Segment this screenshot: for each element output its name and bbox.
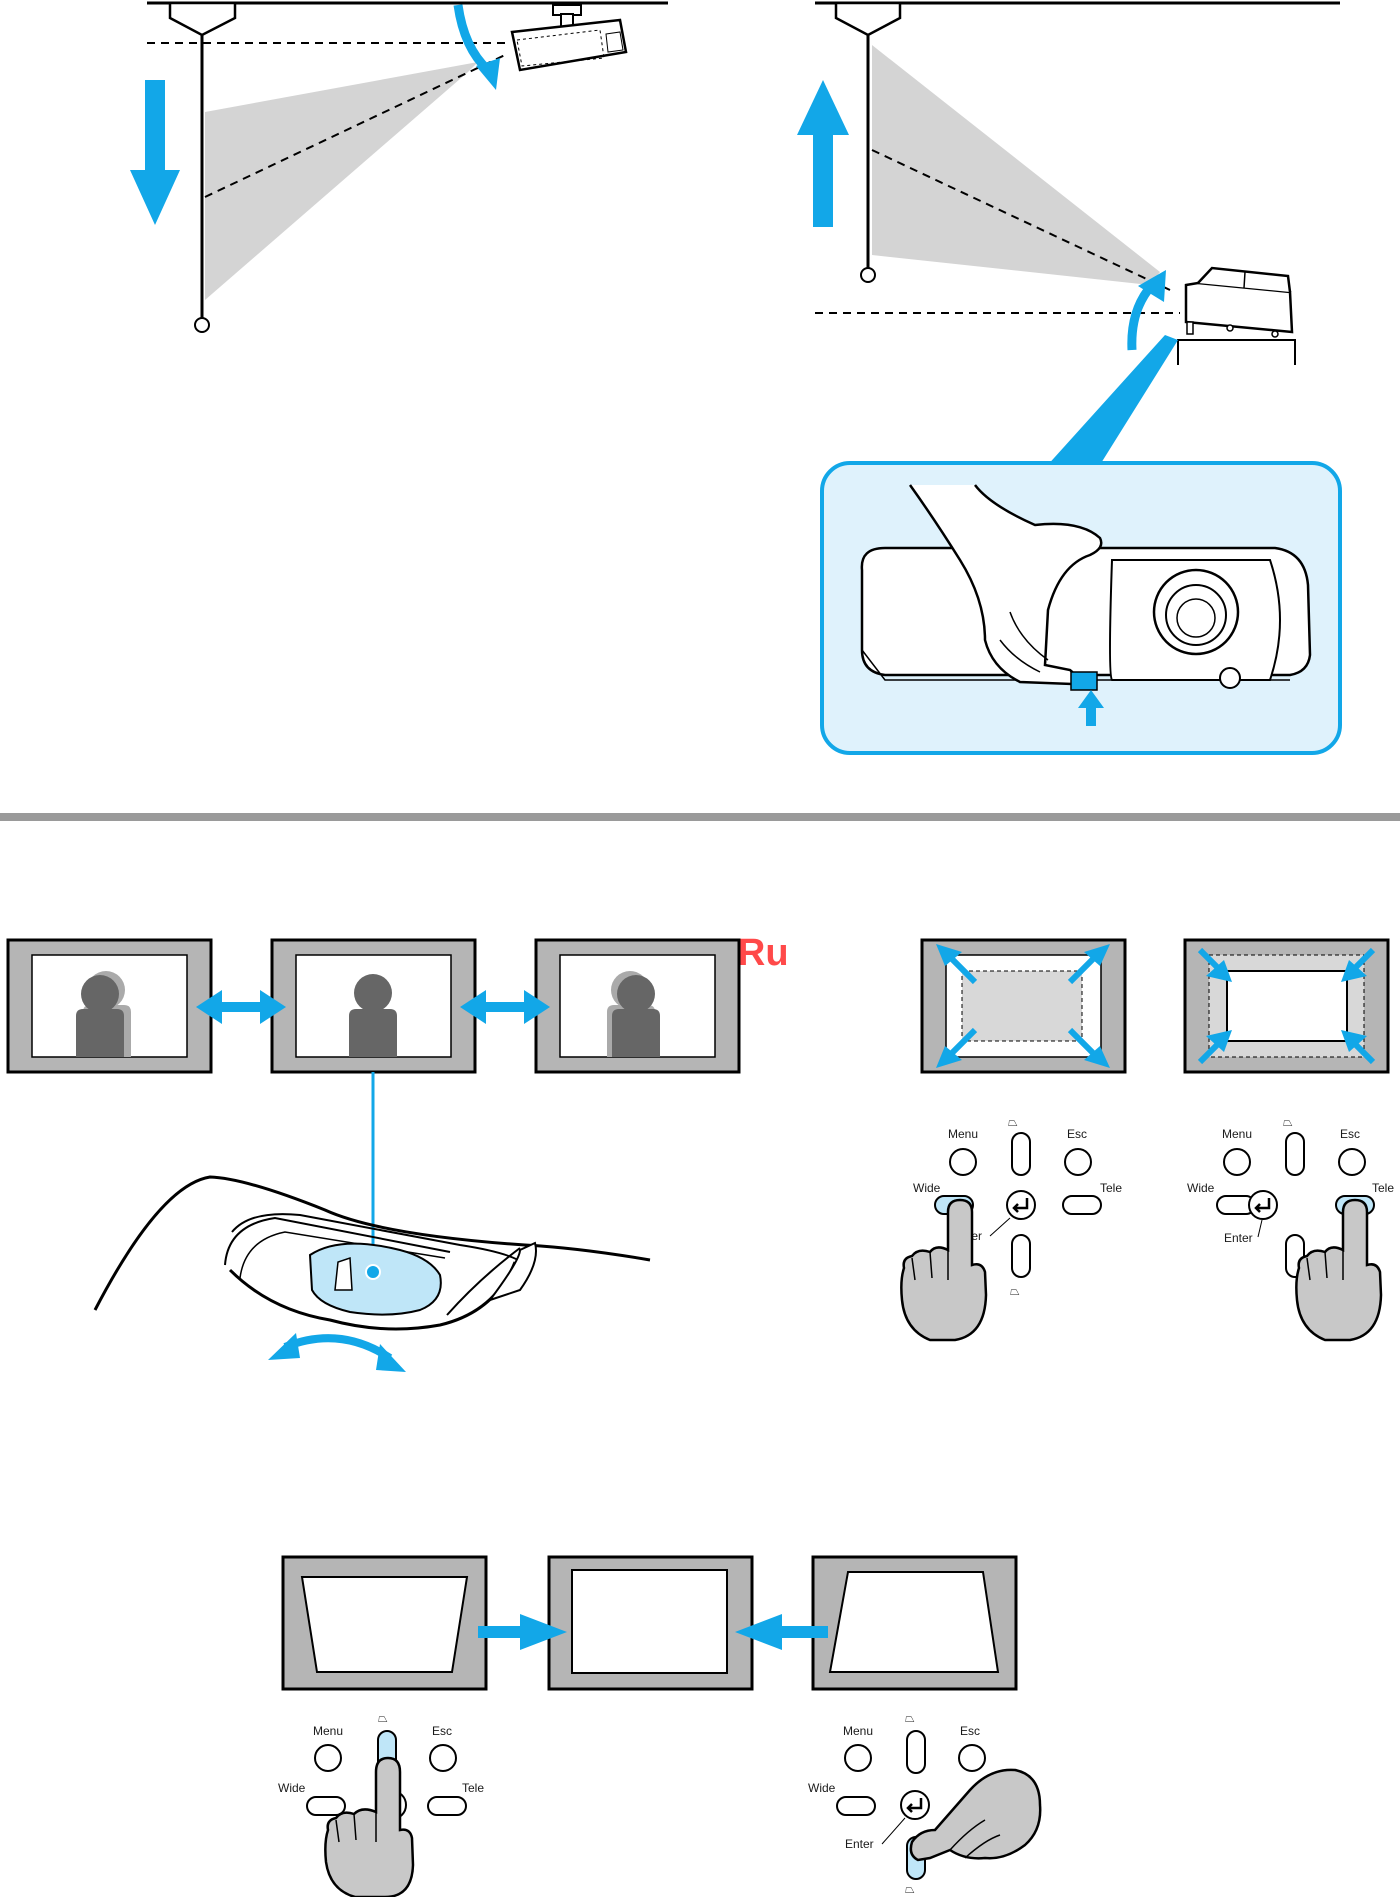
wide-label: Wide — [913, 1181, 941, 1195]
projection-beam — [872, 45, 1160, 285]
esc-button[interactable] — [1065, 1149, 1091, 1175]
wide-label: Wide — [808, 1781, 836, 1795]
screen-frame-center — [272, 940, 475, 1072]
wide-button[interactable] — [837, 1797, 875, 1815]
menu-label: Menu — [1222, 1127, 1252, 1141]
ceiling-projector-icon — [512, 5, 626, 70]
enter-button[interactable] — [1007, 1191, 1035, 1219]
up-arrow-icon — [797, 80, 849, 227]
keystone-down-label: ⏢ — [905, 1882, 915, 1896]
keystone-down-button[interactable] — [1012, 1235, 1030, 1277]
keystone-up-label: ⏢ — [378, 1711, 388, 1725]
keystone-up-button[interactable] — [1012, 1133, 1030, 1175]
tele-label: Tele — [1372, 1181, 1394, 1195]
menu-label: Menu — [948, 1127, 978, 1141]
control-panel-wide: Menu ⏢ Esc Wide Tele ter ⏢ — [901, 1115, 1122, 1340]
finger-press-icon — [911, 1770, 1040, 1860]
menu-label: Menu — [843, 1724, 873, 1738]
keystone-up-label: ⏢ — [1283, 1115, 1293, 1129]
keystone-up-label: ⏢ — [1008, 1115, 1018, 1129]
tele-button[interactable] — [428, 1797, 466, 1815]
control-panel-tele: Menu ⏢ Esc Wide Tele Enter — [1187, 1115, 1394, 1340]
keystone-up-button[interactable] — [1286, 1133, 1304, 1175]
esc-label: Esc — [1340, 1127, 1360, 1141]
wide-label: Wide — [1187, 1181, 1215, 1195]
menu-button[interactable] — [845, 1745, 871, 1771]
tele-label: Tele — [462, 1781, 484, 1795]
enter-label: Enter — [1224, 1231, 1253, 1245]
projection-beam — [205, 62, 478, 300]
keystone-screen-left — [283, 1557, 486, 1689]
screen-frame-left — [8, 940, 211, 1072]
keystone-up-label: ⏢ — [905, 1711, 915, 1725]
tilt-arrow-icon — [458, 5, 488, 70]
finger-press-icon — [1296, 1200, 1381, 1340]
menu-button[interactable] — [1224, 1149, 1250, 1175]
foot-lever-callout — [822, 463, 1340, 753]
keystone-diagram: Menu ⏢ Esc Wide Tele Menu ⏢ Esc Wide — [278, 1557, 1040, 1897]
menu-button[interactable] — [315, 1745, 341, 1771]
esc-button[interactable] — [959, 1745, 985, 1771]
control-panel-keystone-up: Menu ⏢ Esc Wide Tele — [278, 1711, 484, 1897]
esc-button[interactable] — [1339, 1149, 1365, 1175]
esc-label: Esc — [1067, 1127, 1087, 1141]
finger-press-icon — [901, 1200, 986, 1340]
down-arrow-icon — [130, 80, 180, 225]
enter-button[interactable] — [901, 1791, 929, 1819]
esc-label: Esc — [432, 1724, 452, 1738]
wide-button[interactable] — [307, 1797, 345, 1815]
ceiling-projection-diagram — [130, 3, 668, 332]
enter-label: Enter — [845, 1837, 874, 1851]
keystone-up-button[interactable] — [907, 1731, 925, 1773]
keystone-screen-right — [813, 1557, 1016, 1689]
screen-frame-right — [536, 940, 739, 1072]
menu-label: Menu — [313, 1724, 343, 1738]
control-panel-keystone-down: Menu ⏢ Esc Wide Enter ⏢ — [808, 1711, 1040, 1896]
tele-label: Tele — [1100, 1181, 1122, 1195]
lens-shift-diagram — [8, 940, 739, 1372]
tele-button[interactable] — [1063, 1196, 1101, 1214]
esc-button[interactable] — [430, 1745, 456, 1771]
keystone-down-label: ⏢ — [1010, 1284, 1020, 1298]
enter-button[interactable] — [1249, 1191, 1277, 1219]
zoom-wide-screen — [922, 940, 1125, 1072]
table-projection-diagram — [797, 3, 1340, 753]
section-divider — [0, 813, 1400, 821]
esc-label: Esc — [960, 1724, 980, 1738]
wide-label: Wide — [278, 1781, 306, 1795]
keystone-screen-center — [549, 1557, 752, 1689]
desk-projector-icon — [1186, 268, 1292, 337]
menu-button[interactable] — [950, 1149, 976, 1175]
finger-press-icon — [325, 1758, 413, 1897]
zoom-tele-screen — [1185, 940, 1388, 1072]
rotate-arrow-icon — [268, 1333, 406, 1372]
zoom-diagram: Menu ⏢ Esc Wide Tele ter ⏢ Menu ⏢ — [901, 940, 1394, 1340]
tilt-arrow-icon — [1132, 285, 1152, 350]
callout-pointer — [1045, 335, 1178, 468]
